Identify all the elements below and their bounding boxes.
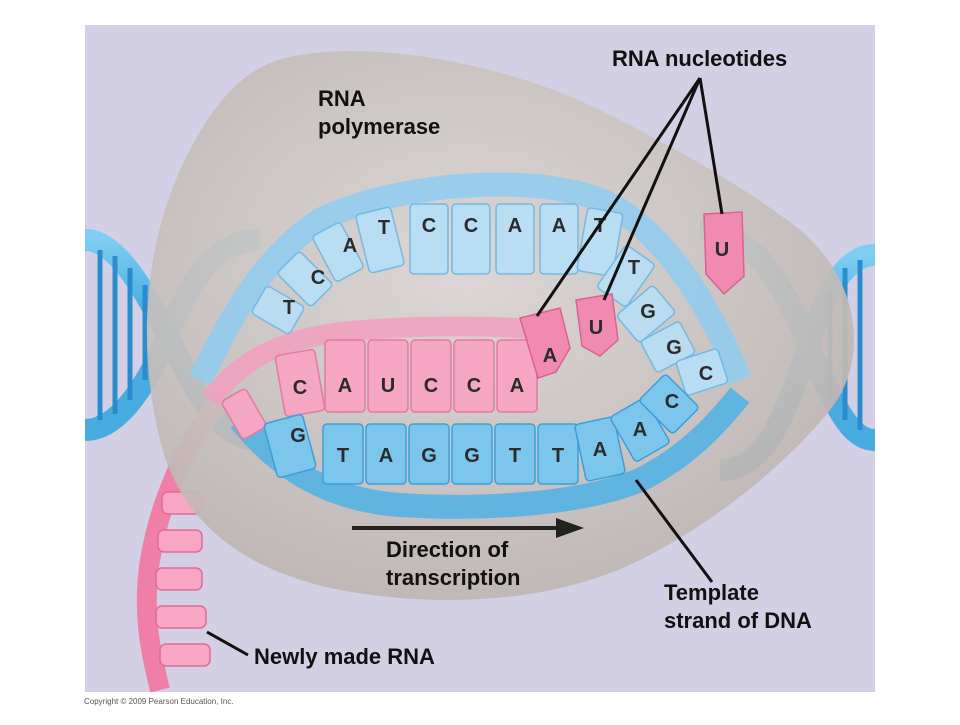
rna-base: C bbox=[293, 377, 307, 399]
label-template-line1: Template bbox=[664, 580, 759, 605]
nucleotide-u-2 bbox=[703, 211, 745, 296]
leader-line-nucleotide-u-1 bbox=[602, 77, 702, 301]
template-base: G bbox=[290, 425, 306, 447]
label-rna-polymerase-line2: polymerase bbox=[318, 114, 440, 139]
template-base: G bbox=[464, 445, 480, 467]
rna-strand-letters: C A U C C A bbox=[293, 375, 524, 399]
free-base: A bbox=[543, 345, 557, 367]
free-base: U bbox=[715, 239, 729, 261]
nucleotide-a bbox=[519, 307, 571, 379]
label-direction-line1: Direction of bbox=[386, 537, 509, 562]
rna-base: A bbox=[510, 375, 524, 397]
label-template-line2: strand of DNA bbox=[664, 608, 812, 633]
rna-base: A bbox=[338, 375, 352, 397]
coding-base: C bbox=[699, 363, 713, 385]
coding-base: C bbox=[422, 215, 436, 237]
leader-line-nucleotide-u-2 bbox=[698, 77, 724, 215]
coding-base: A bbox=[552, 215, 566, 237]
label-rna-nucleotides: RNA nucleotides bbox=[612, 46, 787, 71]
coding-base: T bbox=[378, 217, 390, 239]
template-base: T bbox=[552, 445, 564, 467]
template-strand-letters: G T A G G T T A A C bbox=[290, 391, 679, 467]
transcription-bubble bbox=[189, 172, 752, 519]
template-base: A bbox=[379, 445, 393, 467]
direction-arrow bbox=[352, 518, 584, 538]
copyright-notice: Copyright © 2009 Pearson Education, Inc. bbox=[84, 697, 234, 706]
label-newly-made-rna: Newly made RNA bbox=[254, 644, 435, 669]
template-base: A bbox=[633, 419, 647, 441]
template-base: T bbox=[337, 445, 349, 467]
template-base: T bbox=[509, 445, 521, 467]
coding-strand-blocks bbox=[251, 203, 729, 396]
coding-base: G bbox=[640, 301, 656, 323]
leader-line-newly-made-rna bbox=[206, 630, 249, 657]
coding-base: T bbox=[628, 257, 640, 279]
coding-base: A bbox=[343, 235, 357, 257]
rna-base: U bbox=[381, 375, 395, 397]
leader-lines bbox=[206, 77, 724, 657]
rna-strand-blocks bbox=[221, 339, 538, 440]
coding-strand-letters: T C A T C C A A T T G G C bbox=[283, 215, 713, 385]
leader-line-template bbox=[634, 479, 714, 583]
coding-base: G bbox=[666, 337, 682, 359]
template-strand-blocks bbox=[263, 374, 699, 485]
coding-base: C bbox=[311, 267, 325, 289]
coding-base: C bbox=[464, 215, 478, 237]
free-nucleotide-letters: A U U bbox=[543, 239, 729, 367]
template-base: C bbox=[665, 391, 679, 413]
template-base: A bbox=[593, 439, 607, 461]
label-rna-polymerase-line1: RNA bbox=[318, 86, 366, 111]
label-direction-line2: transcription bbox=[386, 565, 520, 590]
coding-base: T bbox=[283, 297, 295, 319]
leader-line-nucleotide-a bbox=[535, 77, 702, 317]
rna-base: C bbox=[467, 375, 481, 397]
rna-base: C bbox=[424, 375, 438, 397]
coding-base: A bbox=[508, 215, 522, 237]
free-base: U bbox=[589, 317, 603, 339]
template-base: G bbox=[421, 445, 437, 467]
